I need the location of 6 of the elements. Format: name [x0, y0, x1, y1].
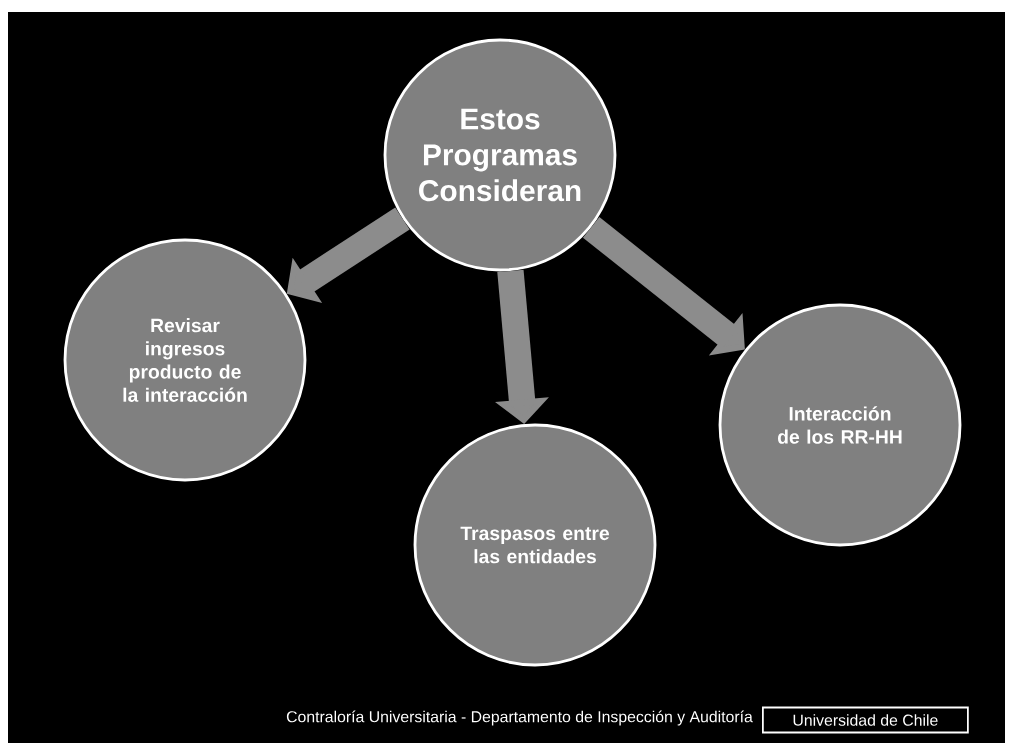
circle-node: Revisar ingresos producto de la interacción [63, 238, 307, 482]
footer-box: Universidad de Chile [762, 706, 969, 734]
circle-node: Traspasos entre las entidades [413, 423, 657, 667]
circle-node: Estos Programas Consideran [383, 38, 617, 272]
circle-node: Interacción de los RR-HH [718, 303, 962, 547]
footer-text: Contraloría Universitaria - Departamento de Inspección y Auditoría [286, 710, 753, 726]
